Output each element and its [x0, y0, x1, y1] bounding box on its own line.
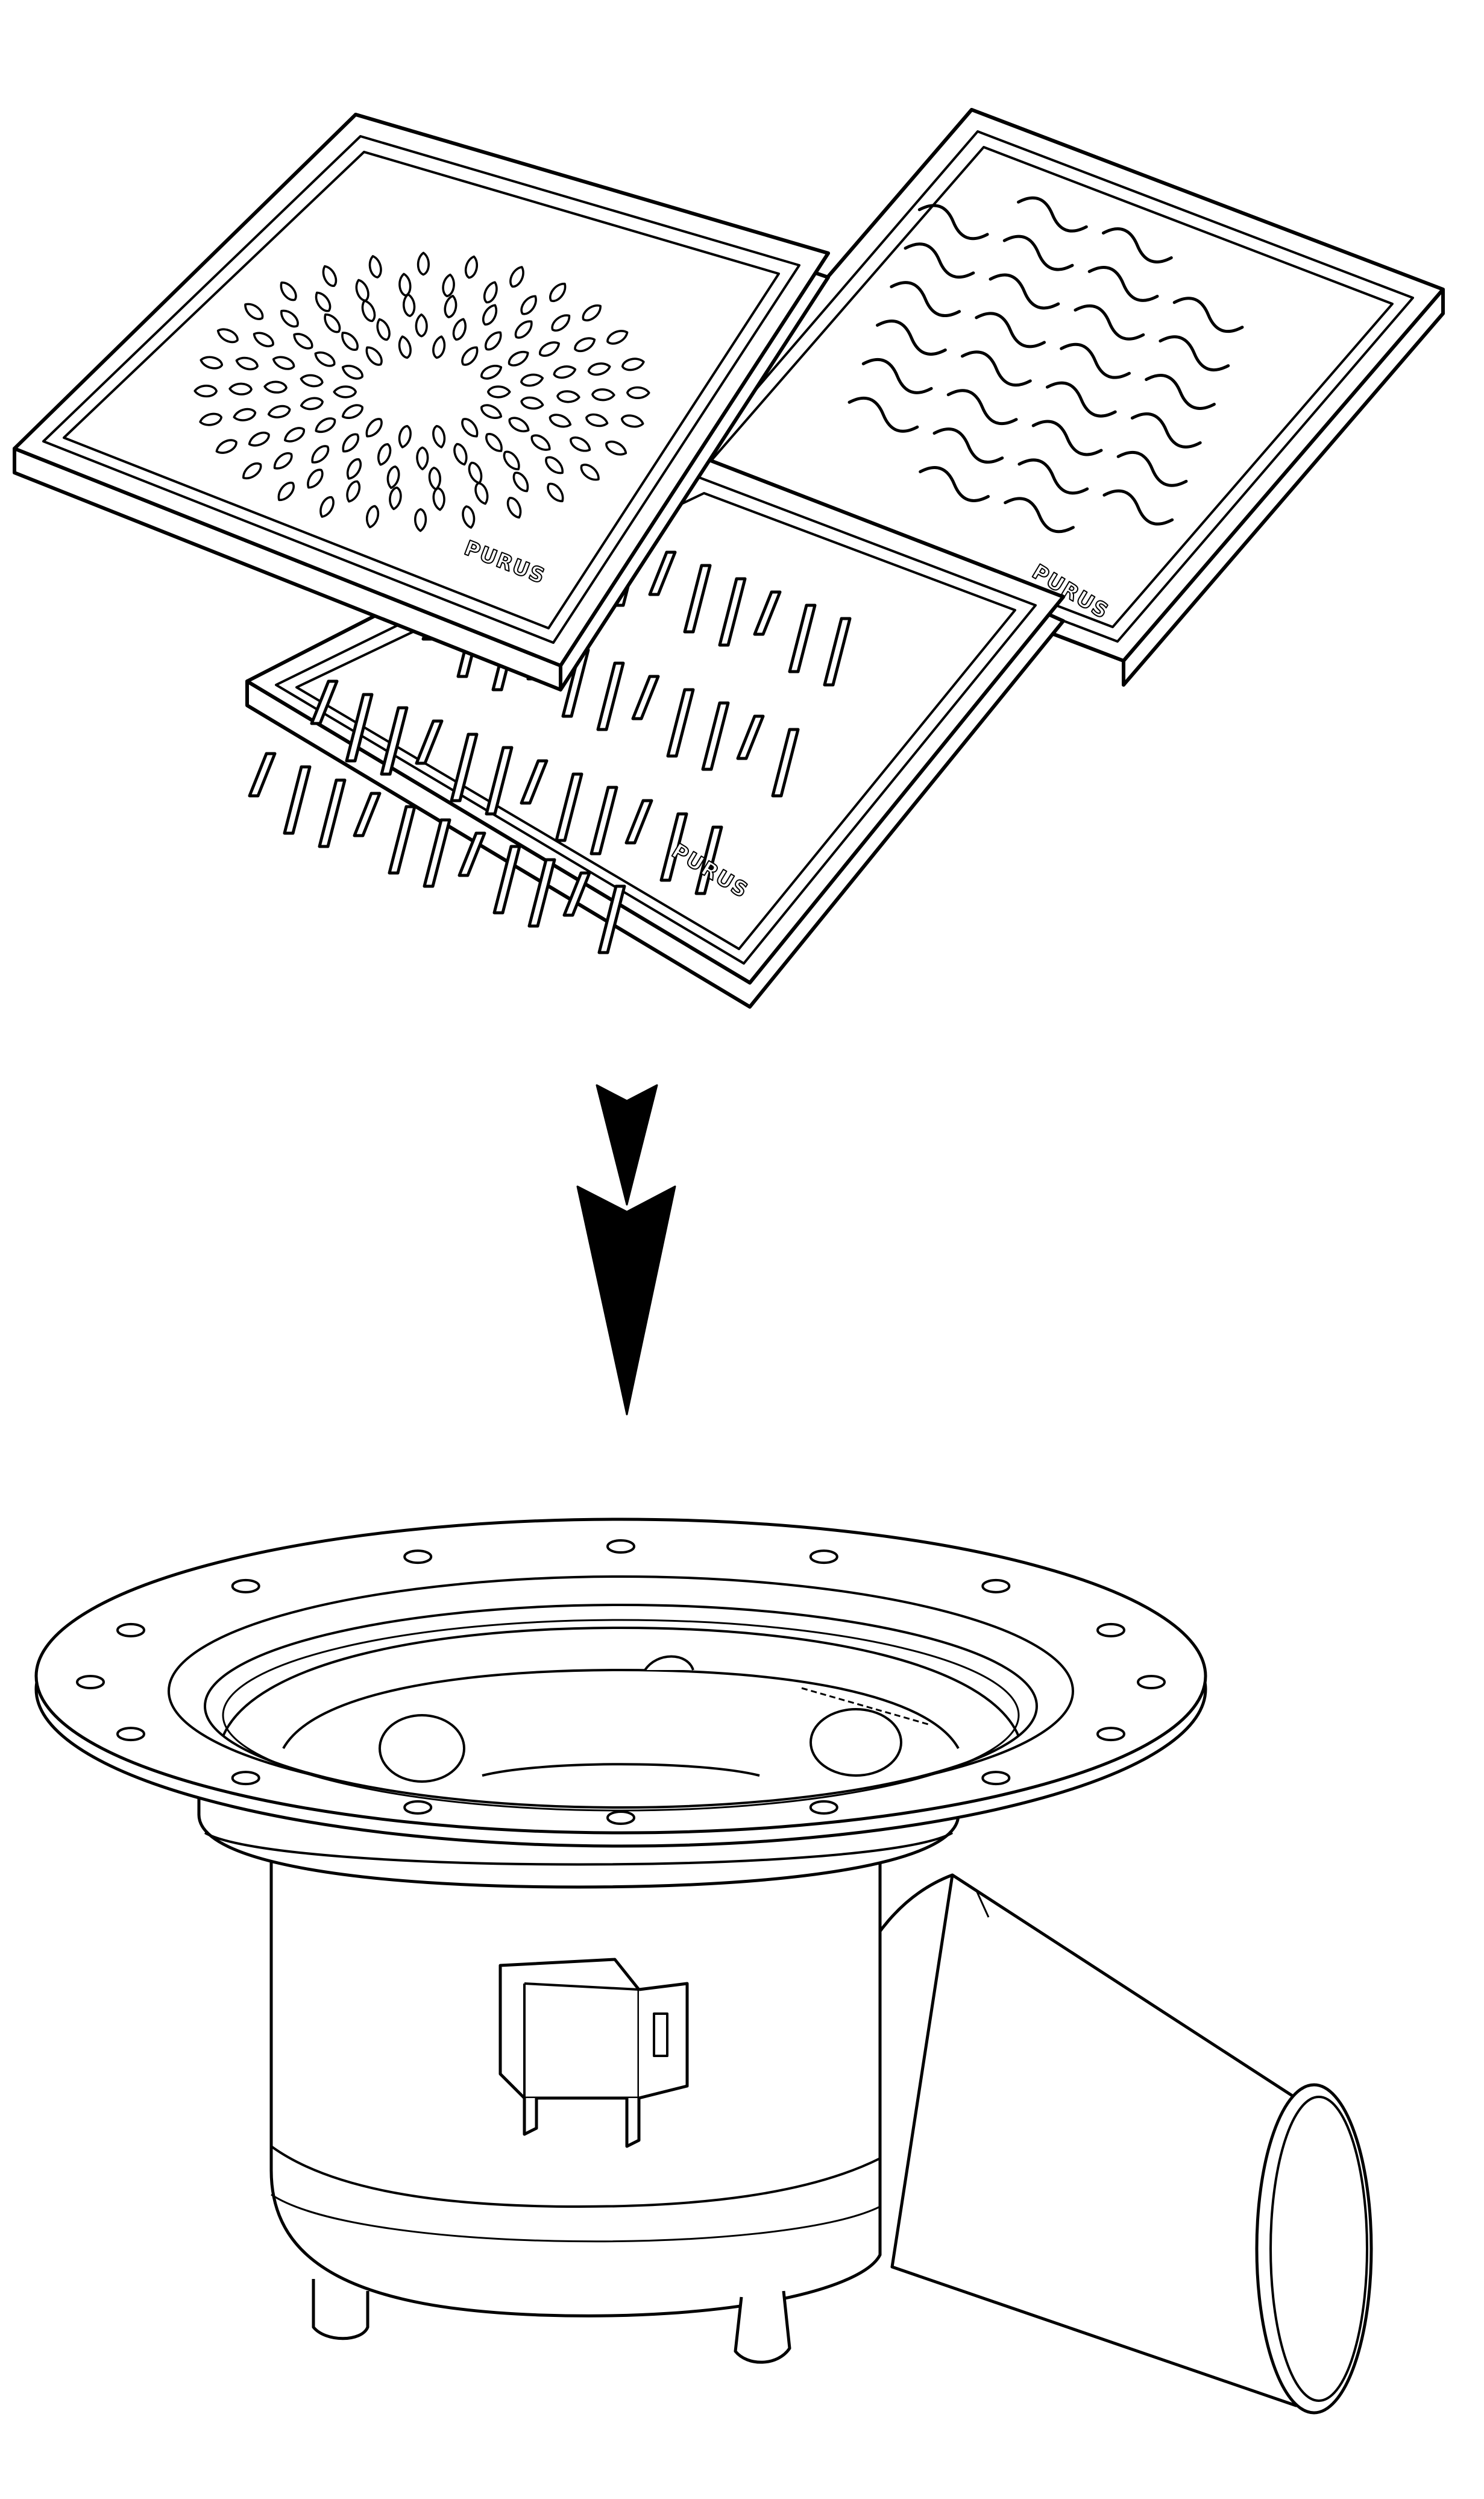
straight-slot	[683, 564, 712, 634]
straight-slot	[753, 590, 782, 636]
bolt-hole	[1096, 1622, 1125, 1637]
mounting-flange	[34, 1517, 1207, 1848]
straight-slot	[694, 825, 723, 895]
petal-hole	[416, 446, 429, 471]
straight-slot	[624, 799, 653, 845]
straight-slot	[485, 746, 514, 816]
bolt-hole	[403, 1549, 433, 1565]
straight-slot	[527, 858, 556, 928]
petal-hole	[228, 382, 253, 396]
straight-slot	[457, 831, 486, 877]
bolt-hole	[76, 1675, 105, 1689]
straight-slot	[388, 805, 417, 875]
straight-slot	[562, 871, 591, 917]
bolt-hole	[116, 1622, 145, 1637]
petal-hole	[333, 385, 357, 399]
bolt-hole	[981, 1771, 1011, 1786]
straight-slot	[718, 577, 747, 647]
straight-slot	[310, 679, 339, 725]
straight-slot	[701, 701, 730, 771]
bolt-hole	[116, 1727, 145, 1742]
petal-grate: PURUS	[13, 113, 830, 692]
straight-slot	[631, 675, 660, 720]
bolt-hole	[809, 1549, 838, 1565]
straight-slot	[415, 719, 444, 765]
straight-slot	[423, 818, 451, 888]
straight-slot	[353, 792, 382, 837]
straight-slot	[659, 812, 688, 882]
straight-slot	[555, 772, 583, 842]
petal-hole	[413, 508, 427, 532]
straight-slot	[492, 845, 521, 915]
straight-slot	[597, 884, 626, 954]
bolt-hole	[981, 1578, 1011, 1593]
straight-slot	[520, 759, 549, 805]
straight-slot	[788, 603, 817, 673]
bolt-hole	[231, 1578, 260, 1593]
bolt-hole	[403, 1800, 433, 1815]
straight-slot	[318, 778, 347, 848]
straight-slot	[648, 550, 677, 596]
straight-slot	[248, 752, 277, 798]
straight-slot	[596, 661, 625, 731]
down-arrow-icon	[576, 1084, 676, 1416]
straight-slot	[666, 688, 695, 758]
petal-hole	[591, 388, 615, 402]
petal-hole	[417, 251, 430, 276]
straight-slot	[283, 765, 312, 835]
bolt-holes	[76, 1539, 1166, 1825]
petal-hole	[626, 386, 650, 400]
bolt-hole	[606, 1539, 635, 1554]
bolt-hole	[231, 1771, 260, 1786]
side-clip	[498, 1958, 689, 2148]
bolt-hole	[1096, 1727, 1125, 1742]
petal-hole	[415, 313, 428, 338]
straight-slot	[345, 693, 374, 763]
petal-hole	[193, 384, 218, 398]
straight-slot	[823, 617, 852, 687]
bolt-hole	[606, 1810, 635, 1825]
straight-slot	[736, 714, 765, 760]
straight-slot	[771, 728, 800, 798]
straight-slot	[380, 706, 409, 776]
drain-cavity	[222, 1627, 1020, 1783]
straight-slot	[590, 786, 618, 856]
drain-feet	[312, 2279, 791, 2364]
bolt-hole	[1137, 1675, 1166, 1689]
bolt-hole	[809, 1800, 838, 1815]
straight-slot	[450, 733, 479, 802]
petal-hole	[486, 385, 511, 399]
floor-drain	[34, 1517, 1373, 2415]
outlet-pipe	[825, 1873, 1373, 2415]
